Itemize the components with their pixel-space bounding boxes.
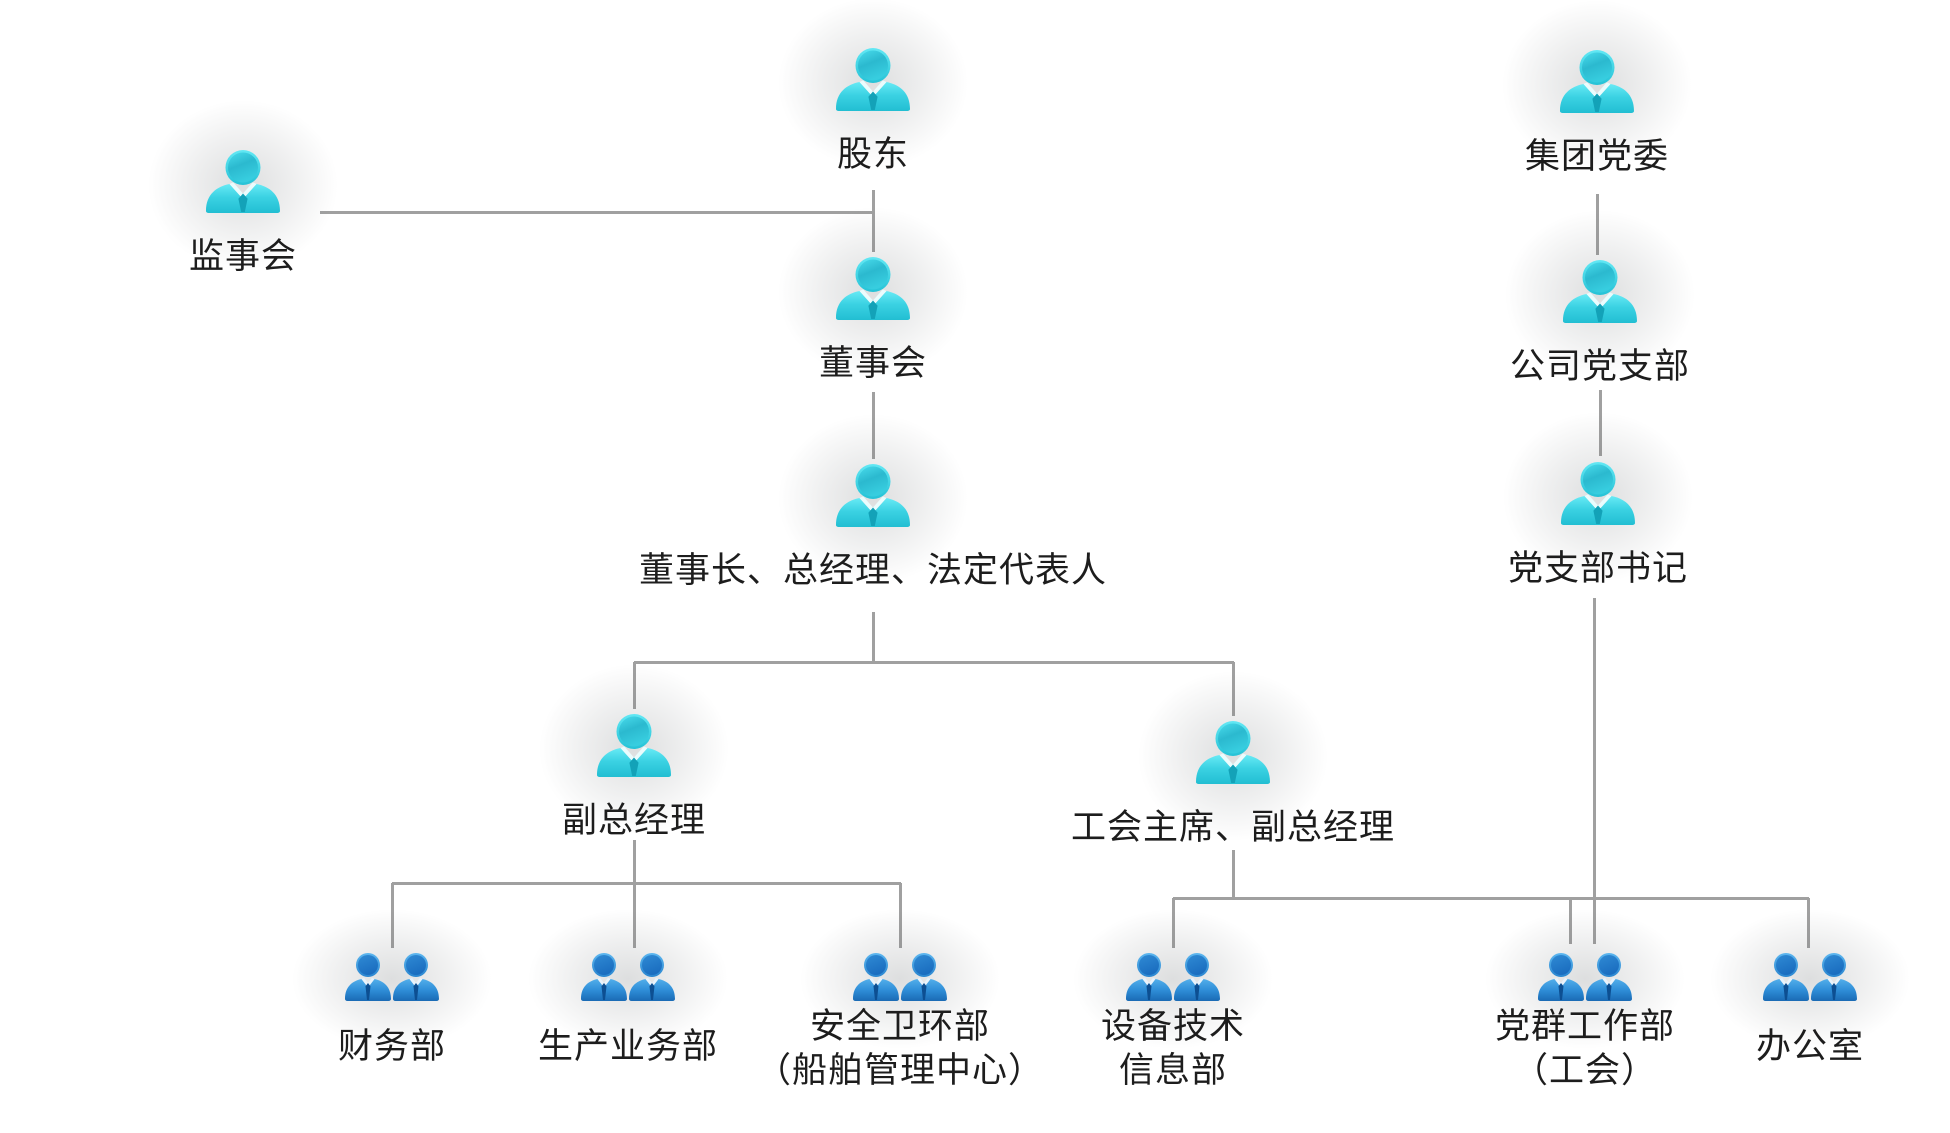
- node-label: 公司党支部: [1509, 347, 1691, 386]
- node-label-line2: （船舶管理中心）: [755, 1051, 1045, 1090]
- person-icon: [1560, 462, 1635, 525]
- node-label: 董事长、总经理、法定代表人: [638, 551, 1108, 590]
- node-label: 党支部书记: [1507, 549, 1689, 588]
- node-label: 设备技术 信息部: [1101, 1005, 1245, 1093]
- node-office[interactable]: 办公室: [1709, 909, 1910, 1069]
- node-equipment-dept[interactable]: 设备技术 信息部: [1072, 909, 1273, 1093]
- person-icon: [1559, 50, 1634, 113]
- connector-bar-finance: [390, 883, 394, 948]
- node-safety-dept[interactable]: 安全卫环部 （船舶管理中心）: [756, 909, 1044, 1093]
- people-icon: [1537, 953, 1632, 1001]
- icon-shadow: [291, 909, 492, 1049]
- node-party-branch-secretary[interactable]: 党支部书记: [1502, 412, 1693, 591]
- node-label: 股东: [836, 135, 909, 174]
- icon-shadow: [1484, 909, 1685, 1049]
- connector-bar-equipment: [1171, 898, 1175, 948]
- node-finance-dept[interactable]: 财务部: [291, 909, 492, 1069]
- connector-companyparty-secretary: [1598, 390, 1602, 456]
- node-label-line1: 设备技术: [1100, 1007, 1246, 1046]
- person-icon: [205, 150, 280, 213]
- person-icon: [1562, 260, 1637, 323]
- person-icon: [1195, 721, 1270, 784]
- node-label: 生产业务部: [537, 1027, 719, 1066]
- connector-shareholders-board: [871, 190, 875, 252]
- connector-deputygm-drop: [632, 840, 636, 885]
- node-supervisory-board[interactable]: 监事会: [147, 100, 338, 279]
- connector-board-chairman: [871, 392, 875, 459]
- node-party-mass-dept[interactable]: 党群工作部 （工会）: [1484, 909, 1685, 1093]
- connector-bar-unionchair: [1231, 662, 1235, 716]
- people-icon: [852, 953, 947, 1001]
- connector-shareholders-supervisory: [320, 210, 874, 214]
- person-icon: [835, 464, 910, 527]
- node-production-dept[interactable]: 生产业务部: [527, 909, 728, 1069]
- connector-chairman-drop: [871, 612, 875, 664]
- people-icon: [1762, 953, 1857, 1001]
- people-icon: [580, 953, 675, 1001]
- icon-shadow: [778, 0, 968, 168]
- icon-shadow: [1709, 909, 1910, 1049]
- connector-bar-partymass: [1568, 898, 1572, 944]
- connector-unionchair-drop: [1231, 850, 1235, 900]
- connector-bar-production: [632, 883, 636, 948]
- node-label: 集团党委: [1524, 137, 1670, 176]
- connector-bar-office: [1806, 898, 1810, 948]
- node-group-party-committee[interactable]: 集团党委: [1501, 0, 1692, 179]
- connector-unionchair-children-bar: [1173, 896, 1809, 900]
- icon-shadow: [1072, 909, 1273, 1049]
- connector-chairman-children-bar: [634, 660, 1234, 664]
- node-company-party-branch[interactable]: 公司党支部: [1504, 210, 1695, 389]
- node-label-line2: （工会）: [1512, 1051, 1658, 1090]
- connector-secretary-partymass: [1592, 598, 1596, 944]
- node-shareholders[interactable]: 股东: [778, 0, 968, 177]
- node-union-chairman-deputy-gm[interactable]: 工会主席、副总经理: [1070, 671, 1396, 850]
- node-label: 财务部: [337, 1027, 447, 1066]
- connector-bar-safety: [898, 883, 902, 948]
- person-icon: [835, 257, 910, 320]
- node-label: 监事会: [188, 237, 298, 276]
- people-icon: [344, 953, 439, 1001]
- connector-bar-deputygm: [632, 662, 636, 709]
- node-deputy-gm[interactable]: 副总经理: [538, 664, 729, 843]
- node-label-line1: 党群工作部: [1494, 1007, 1676, 1046]
- icon-shadow: [527, 909, 728, 1049]
- person-icon: [836, 48, 910, 111]
- person-icon: [596, 714, 671, 777]
- people-icon: [1125, 953, 1220, 1001]
- icon-shadow: [799, 909, 1000, 1049]
- connector-deputygm-children-bar: [392, 881, 901, 885]
- connector-groupparty-companyparty: [1595, 194, 1599, 255]
- node-label: 董事会: [818, 344, 928, 383]
- node-label-line1: 安全卫环部: [809, 1007, 991, 1046]
- node-board-of-directors[interactable]: 董事会: [777, 207, 968, 386]
- node-label-line2: 信息部: [1118, 1051, 1228, 1090]
- node-label: 办公室: [1755, 1027, 1865, 1066]
- node-chairman-gm[interactable]: 董事长、总经理、法定代表人: [638, 414, 1108, 593]
- node-label: 党群工作部 （工会）: [1495, 1005, 1675, 1093]
- node-label: 副总经理: [561, 801, 707, 840]
- node-label: 安全卫环部 （船舶管理中心）: [756, 1005, 1044, 1093]
- node-label: 工会主席、副总经理: [1070, 808, 1396, 847]
